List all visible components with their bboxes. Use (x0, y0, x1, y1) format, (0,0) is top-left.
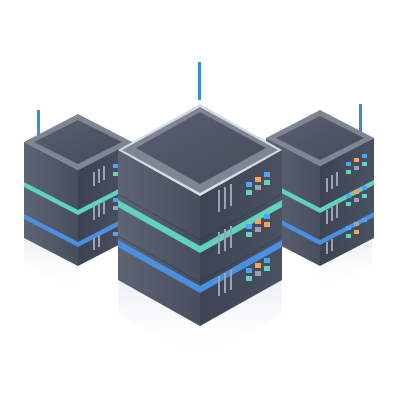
floor-reflection (24, 238, 372, 360)
left-antenna (37, 110, 40, 138)
left-status-leds (113, 164, 118, 236)
right-status-leds (346, 154, 367, 238)
center-antenna (198, 62, 201, 100)
left-server-rack (24, 110, 132, 266)
center-vents (218, 184, 232, 296)
center-status-leds (246, 172, 270, 281)
left-vents (93, 166, 105, 250)
right-antenna (359, 104, 362, 132)
right-vents (326, 172, 338, 254)
right-server-rack (266, 104, 374, 266)
center-server-rack (117, 62, 283, 326)
